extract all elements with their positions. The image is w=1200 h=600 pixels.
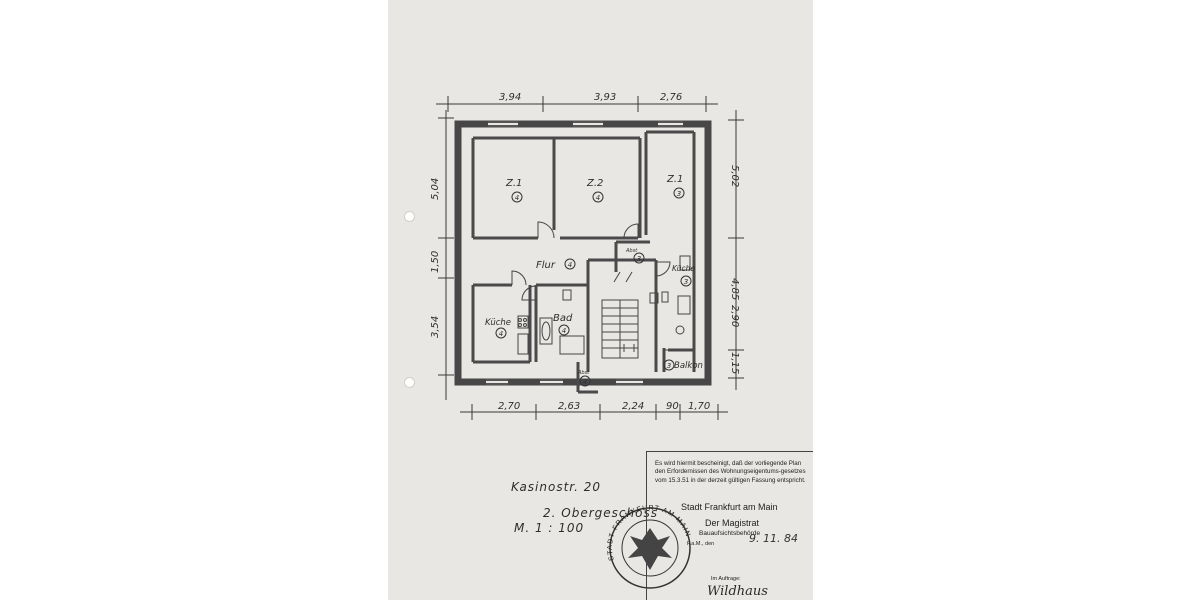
- room-label-z1-right: Z.1: [666, 174, 683, 185]
- room-num-abst-top: 3: [637, 255, 641, 263]
- room-label-kueche-left: Küche: [485, 318, 511, 328]
- dim-right-4: 1,15: [729, 352, 740, 374]
- dim-left-1: 5,04: [430, 178, 441, 200]
- dim-top-3: 2,76: [660, 92, 682, 103]
- address-scale: M. 1 : 100: [514, 521, 585, 535]
- dim-bottom-5: 1,70: [688, 401, 710, 412]
- room-num-kueche-left: 4: [499, 330, 503, 338]
- certificate-date-label: F.a.M., den: [687, 541, 715, 547]
- floor-plan: 3,94 3,93 2,76 2,70 2,63 2,24 90 1,70 5,…: [430, 92, 744, 589]
- dim-bottom-2: 2,63: [558, 401, 580, 412]
- certificate-date: 9. 11. 84: [749, 532, 798, 545]
- address-floor: 2. Obergeschoss: [543, 506, 658, 520]
- room-label-z1-left: Z.1: [505, 178, 522, 189]
- room-label-bad: Bad: [553, 313, 573, 324]
- dim-right-1: 5,02: [729, 165, 740, 187]
- dim-bottom-3: 2,24: [622, 401, 644, 412]
- certificate-text: Es wird hiermit bescheinigt, daß der vor…: [655, 460, 806, 484]
- dim-bottom-4: 90: [666, 401, 679, 412]
- room-num-z2: 4: [596, 194, 600, 202]
- certificate-department: Bauaufsichtsbehörde: [699, 530, 761, 537]
- room-num-balkon: 3: [667, 362, 671, 370]
- room-label-abst-bottom: Abst: [577, 370, 590, 376]
- certificate-on-behalf: Im Auftrage:: [711, 576, 741, 582]
- certificate-authority: Der Magistrat: [705, 518, 760, 528]
- dim-bottom-1: 2,70: [498, 401, 520, 412]
- room-num-kueche-right: 3: [684, 278, 688, 286]
- room-num-flur: 4: [568, 261, 572, 269]
- room-label-abst-top: Abst: [625, 248, 638, 254]
- room-num-bad: 4: [562, 327, 566, 335]
- punch-hole: [404, 377, 415, 388]
- room-num-abst-bottom: 4: [583, 378, 587, 386]
- document-sheet: 3,94 3,93 2,76 2,70 2,63 2,24 90 1,70 5,…: [388, 0, 813, 600]
- room-num-z1-left: 4: [515, 194, 519, 202]
- room-label-balkon: Balkon: [674, 361, 703, 371]
- room-label-kueche-right: Küche: [672, 264, 695, 273]
- dim-left-2: 1,50: [430, 251, 441, 273]
- address-street: Kasinostr. 20: [511, 480, 602, 494]
- certificate-signature: Wildhaus: [707, 584, 768, 599]
- dim-left-3: 3,54: [430, 316, 441, 338]
- certificate-stamp: Es wird hiermit bescheinigt, daß der vor…: [646, 451, 813, 600]
- dim-top-1: 3,94: [499, 92, 521, 103]
- room-label-z2: Z.2: [586, 178, 603, 189]
- certificate-city: Stadt Frankfurt am Main: [681, 502, 778, 512]
- room-num-z1-right: 3: [677, 190, 681, 198]
- dim-right-3: 2,90: [729, 305, 740, 327]
- dim-top-2: 3,93: [594, 92, 616, 103]
- dim-right-2: 4,85: [729, 278, 740, 300]
- punch-hole: [404, 211, 415, 222]
- room-label-flur: Flur: [536, 260, 556, 271]
